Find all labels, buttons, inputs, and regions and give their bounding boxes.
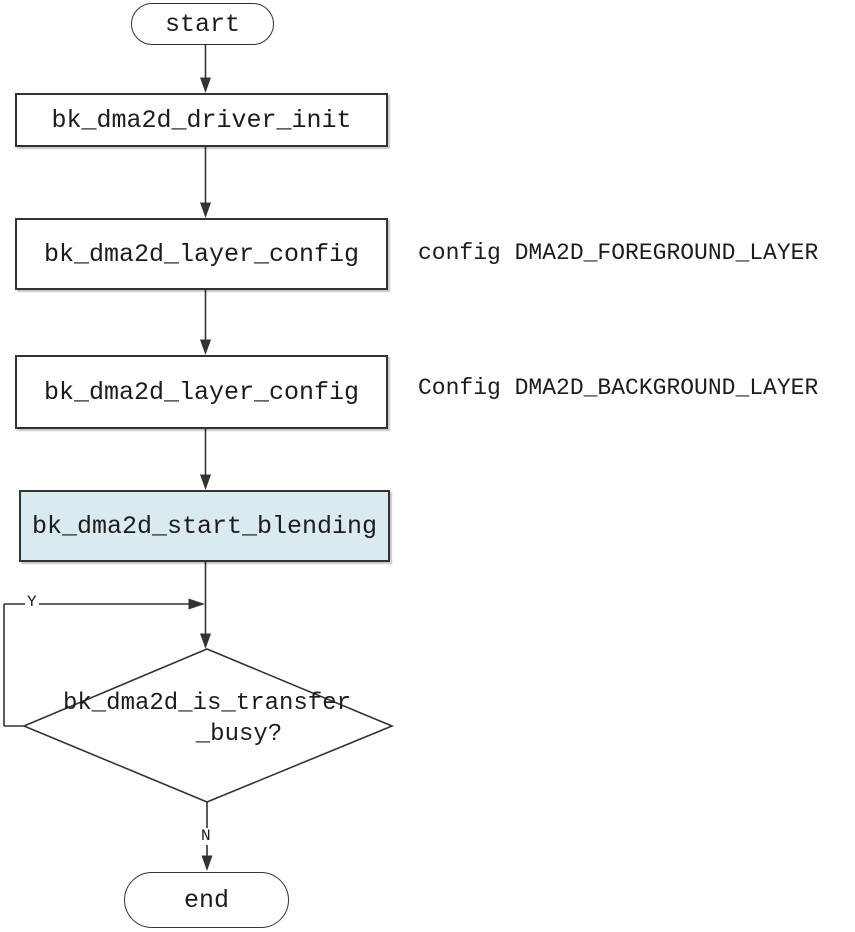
branch-label-yes: Y bbox=[25, 593, 39, 611]
node-end-label: end bbox=[183, 885, 229, 915]
arrowhead-layer-config-bg bbox=[200, 339, 211, 355]
node-is-transfer-busy-label: bk_dma2d_is_transfer _busy? bbox=[57, 688, 357, 750]
node-driver-init: bk_dma2d_driver_init bbox=[15, 93, 388, 147]
node-layer-config-background-label: bk_dma2d_layer_config bbox=[43, 377, 360, 407]
arrowhead-decision bbox=[200, 633, 211, 649]
node-start: start bbox=[131, 3, 274, 45]
node-end: end bbox=[124, 872, 289, 928]
node-layer-config-foreground: bk_dma2d_layer_config bbox=[15, 218, 388, 290]
node-layer-config-foreground-label: bk_dma2d_layer_config bbox=[43, 239, 360, 269]
annotation-foreground-layer: config DMA2D_FOREGROUND_LAYER bbox=[418, 240, 819, 266]
branch-label-no: N bbox=[199, 827, 213, 845]
arrowhead-end bbox=[201, 855, 213, 871]
arrowhead-driver-init bbox=[200, 77, 211, 93]
arrowhead-yes-loop bbox=[188, 598, 205, 610]
arrowhead-start-blending bbox=[200, 474, 211, 490]
node-driver-init-label: bk_dma2d_driver_init bbox=[51, 105, 352, 135]
decision-label-line2: _busy? bbox=[195, 721, 283, 748]
annotation-background-layer: Config DMA2D_BACKGROUND_LAYER bbox=[418, 375, 819, 401]
arrowhead-layer-config-fg bbox=[200, 202, 211, 218]
decision-label-line1: bk_dma2d_is_transfer bbox=[62, 690, 352, 717]
node-start-blending-label: bk_dma2d_start_blending bbox=[31, 511, 378, 541]
node-start-blending: bk_dma2d_start_blending bbox=[19, 490, 390, 562]
node-start-label: start bbox=[164, 9, 240, 39]
node-layer-config-background: bk_dma2d_layer_config bbox=[15, 355, 388, 429]
